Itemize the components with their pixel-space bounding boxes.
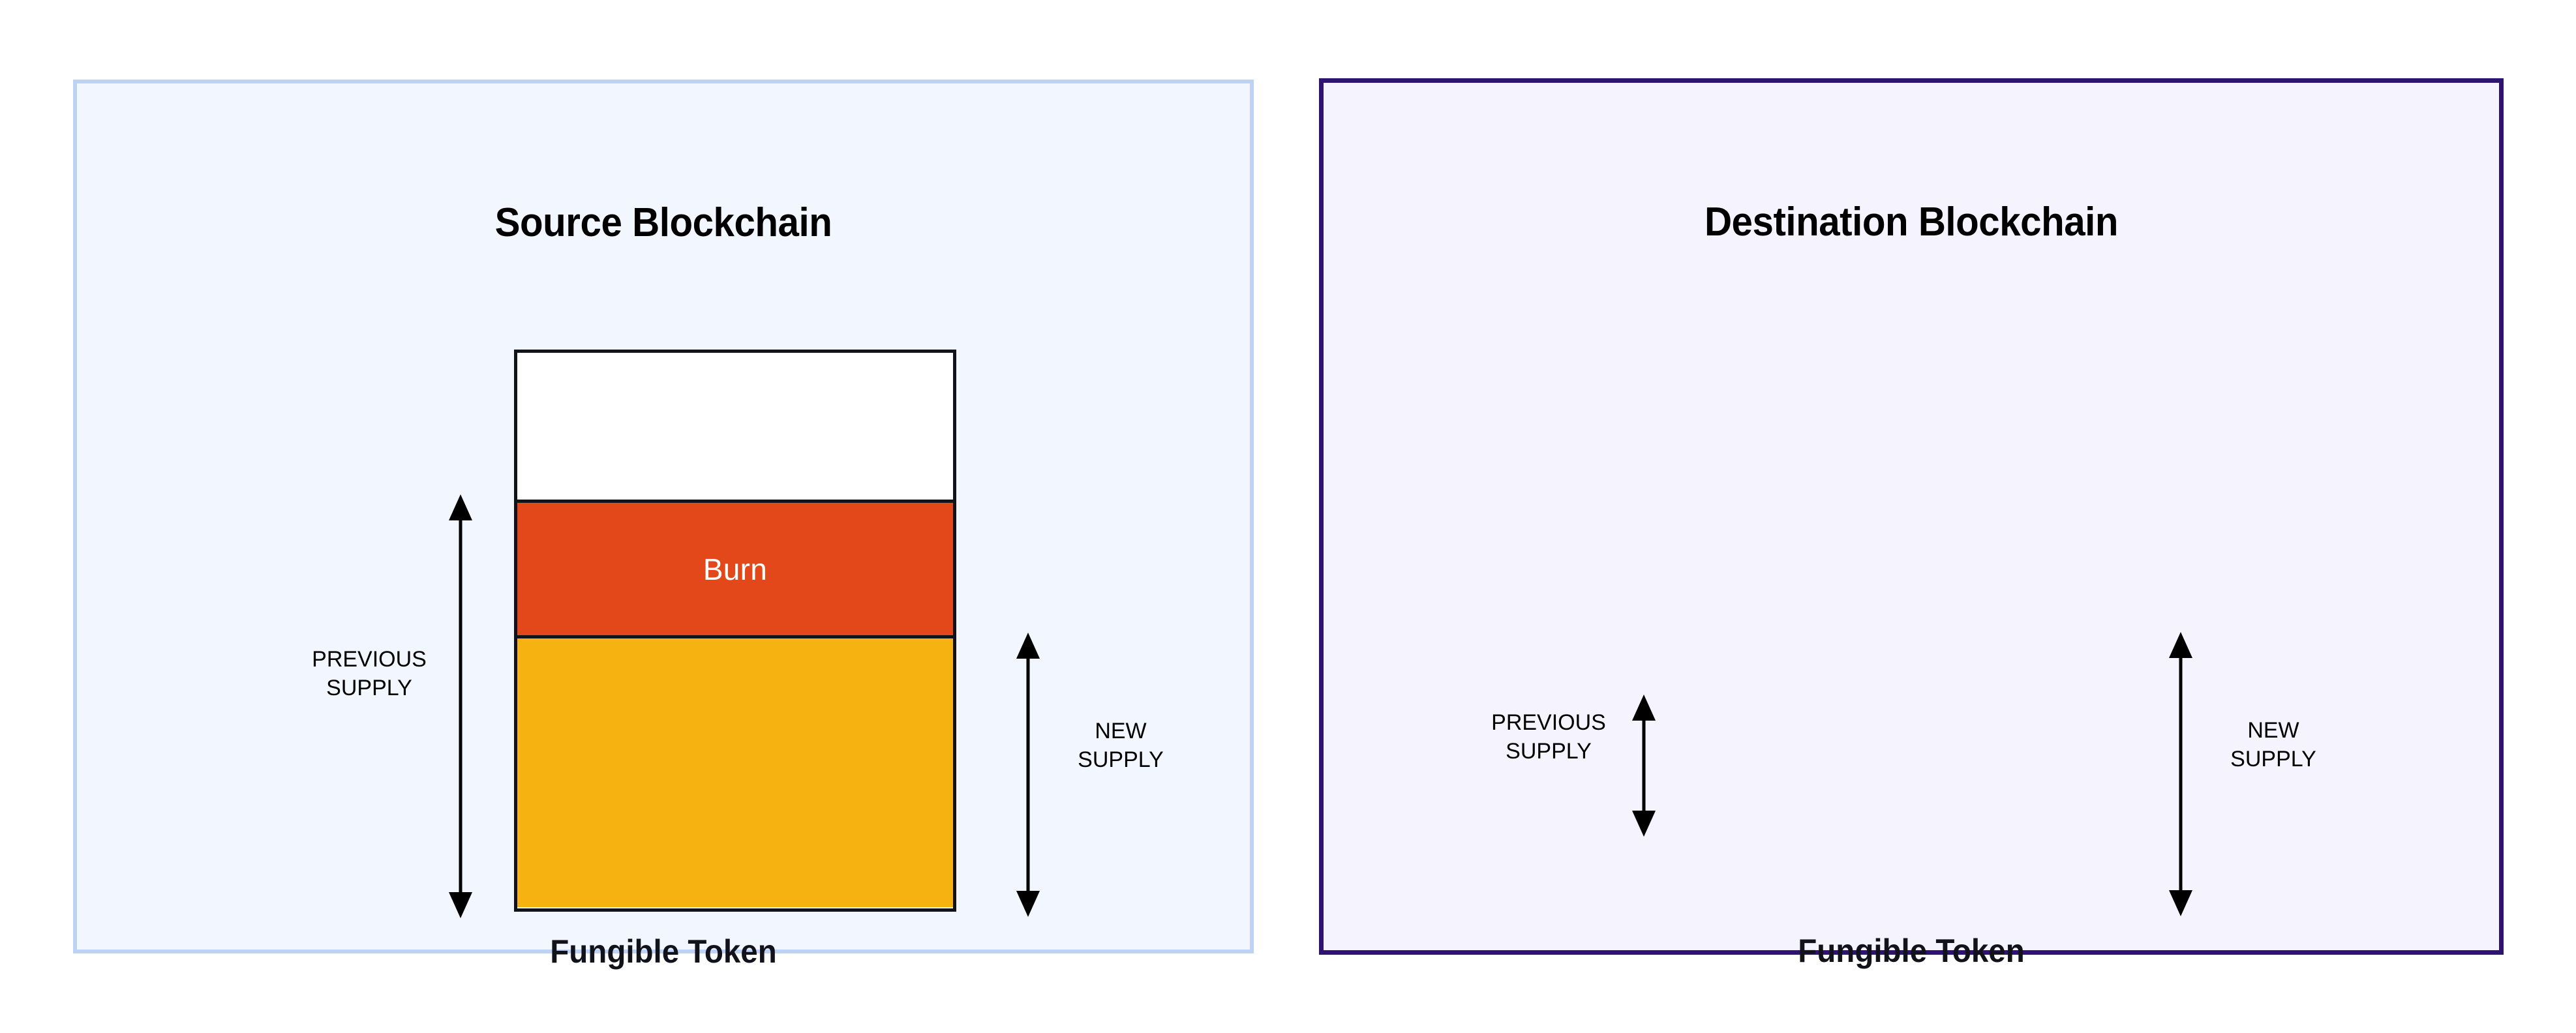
measure-previous-supply-source-label: PREVIOUS SUPPLY [312,647,427,700]
bar-segment-burn-label: Burn [703,552,768,586]
stacked-bar-source: Burn [514,350,956,912]
measure-new-supply-source: NEW SUPPLY [1015,633,1164,917]
panel-caption-source: Fungible Token [550,933,777,970]
measure-new-supply-destination: NEW SUPPLY [2168,632,2316,916]
measure-previous-supply-destination-label: PREVIOUS SUPPLY [1491,710,1606,764]
double-arrow-vertical-icon [2169,632,2192,916]
bar-segment-empty-headroom [517,353,953,500]
panel-source-blockchain: Source Blockchain Burn PREVIOUS SUPPLY [73,80,1254,970]
measure-previous-supply-destination: PREVIOUS SUPPLY [1491,695,1657,837]
double-arrow-vertical-icon [1016,633,1040,917]
measure-new-supply-source-label: NEW SUPPLY [1078,719,1164,772]
bar-segment-burn: Burn [517,500,953,635]
page-title-destination: Destination Blockchain [1704,200,2119,245]
measure-new-supply-destination-label: NEW SUPPLY [2230,718,2316,771]
page-title-source: Source Blockchain [494,200,832,245]
bar-segment-remaining-supply [517,635,953,907]
double-arrow-vertical-icon [449,494,472,918]
panel-caption-destination: Fungible Token [1798,933,2025,969]
measure-previous-supply-source: PREVIOUS SUPPLY [312,494,474,918]
double-arrow-vertical-icon [1632,695,1656,837]
panel-destination-blockchain: Destination Blockchain Mint PREVIOUS SUP… [1319,78,2504,969]
